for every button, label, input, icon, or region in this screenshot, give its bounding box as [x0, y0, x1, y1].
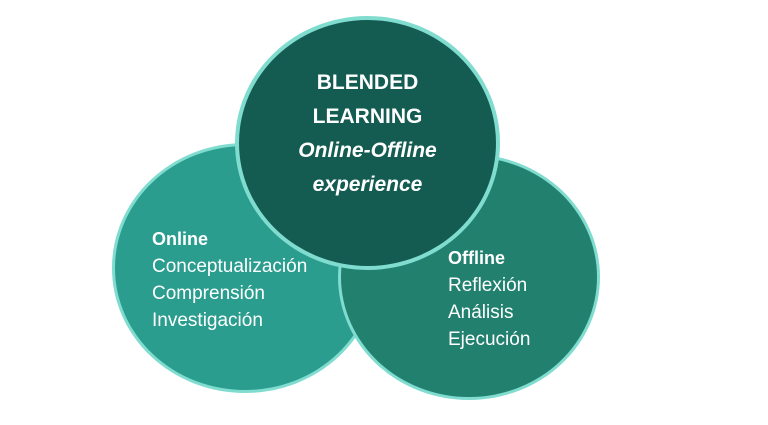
offline-item: Ejecución	[448, 329, 531, 350]
center-subtitle-line-2: experience	[312, 173, 423, 196]
offline-text-block: Offline Reflexión Análisis Ejecución	[448, 245, 530, 353]
blended-learning-circle	[235, 16, 500, 270]
online-heading: Online	[152, 229, 209, 249]
center-subtitle-line-1: Online-Offline	[298, 139, 437, 162]
blended-learning-label: BLENDED LEARNING Online-Offline experien…	[235, 66, 500, 202]
center-title-line-1: BLENDED	[316, 71, 419, 94]
online-text-block: Online Conceptualización Comprensión Inv…	[152, 226, 307, 334]
center-title-line-2: LEARNING	[312, 105, 423, 128]
online-item: Comprensión	[152, 283, 265, 304]
online-item: Conceptualización	[152, 256, 308, 277]
offline-item: Reflexión	[448, 275, 528, 296]
offline-heading: Offline	[448, 248, 505, 268]
online-item: Investigación	[152, 310, 263, 331]
offline-item: Análisis	[448, 302, 514, 323]
